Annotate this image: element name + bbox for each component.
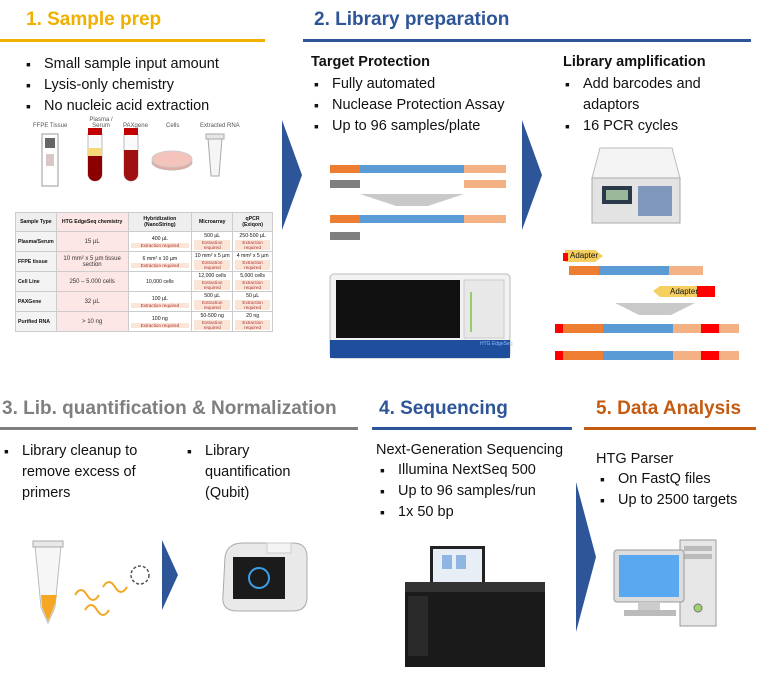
table-row: Cell Line 250 – 5.000 cells 10,000 cells… <box>15 271 273 292</box>
rna-tube-icon <box>205 133 225 177</box>
bullet: 1x 50 bp <box>378 502 536 523</box>
section-1-rule <box>0 39 265 42</box>
flow-arrow-icon <box>522 120 542 230</box>
section-3-left-bullets: Library cleanup to remove excess of prim… <box>2 441 167 504</box>
section-5-rule <box>584 427 756 430</box>
table-cell: Purified RNA <box>15 311 57 332</box>
bullet: On FastQ files <box>598 469 737 490</box>
bullet: Up to 96 samples/plate <box>312 116 504 137</box>
table-header: Hybridization (NanoString) <box>127 212 193 232</box>
section-1-bullets: Small sample input amount Lysis-only che… <box>24 54 219 117</box>
target-protection-heading: Target Protection <box>311 54 430 70</box>
nuclease-protection-diagram <box>330 165 506 240</box>
library-amplification-heading: Library amplification <box>563 54 706 70</box>
bullet: No nucleic acid extraction <box>24 96 219 117</box>
section-4-title: 4. Sequencing <box>379 398 508 419</box>
plasma-tube-icon <box>87 128 103 182</box>
adapter-label: Adapter <box>570 251 599 260</box>
section-5-title: 5. Data Analysis <box>596 398 742 419</box>
petri-dish-icon <box>151 150 193 171</box>
table-header: qPCR (Exiqon) <box>232 212 273 232</box>
bullet: Add barcodes and adaptors <box>563 74 723 116</box>
section-5-bullets: On FastQ files Up to 2500 targets <box>598 469 737 511</box>
target-protection-bullets: Fully automated Nuclease Protection Assa… <box>312 74 504 137</box>
sample-label: PAXgene <box>123 123 148 129</box>
table-cell: 250 – 5.000 cells <box>55 271 129 292</box>
table-row: FFPE tissue 10 mm² x 5 µm tissue section… <box>15 251 273 272</box>
bullet: Up to 96 samples/run <box>378 481 536 502</box>
section-2-rule <box>303 39 751 42</box>
sample-types-illustration <box>41 128 225 187</box>
section-4-bullets: Illumina NextSeq 500 Up to 96 samples/ru… <box>378 460 536 523</box>
bullet: Library cleanup to remove excess of prim… <box>2 441 167 504</box>
section-2-title: 2. Library preparation <box>314 9 510 30</box>
bullet: Fully automated <box>312 74 504 95</box>
section-4-heading: Next-Generation Sequencing <box>376 442 564 458</box>
bullet: Illumina NextSeq 500 <box>378 460 536 481</box>
table-header-row: Sample Type HTG EdgeSeq chemistry Hybrid… <box>15 212 273 232</box>
library-amplification-bullets: Add barcodes and adaptors 16 PCR cycles <box>563 74 723 137</box>
section-3-right-bullets: Library quantification (Qubit) <box>185 441 315 504</box>
section-1-title: 1. Sample prep <box>26 9 162 30</box>
instrument-label: HTG EdgeSeq <box>480 341 513 347</box>
sample-label: Cells <box>166 123 180 129</box>
sample-input-table: Sample Type HTG EdgeSeq chemistry Hybrid… <box>15 212 273 332</box>
thermocycler-image <box>591 147 681 224</box>
table-cell: 10,000 cells <box>127 271 193 292</box>
table-cell: > 10 ng <box>55 311 129 332</box>
paxgene-tube-icon <box>123 128 139 182</box>
table-header: Sample Type <box>15 212 57 232</box>
sample-label: Extracted RNA <box>200 123 240 129</box>
bullet: Nuclease Protection Assay <box>312 95 504 116</box>
bullet: Library quantification (Qubit) <box>185 441 315 504</box>
flow-arrow-icon <box>282 120 302 230</box>
pcr-adapter-diagram <box>555 250 739 360</box>
htg-edgeseq-instrument-image <box>329 273 511 359</box>
table-header: HTG EdgeSeq chemistry <box>55 212 129 232</box>
table-cell: PAXGene <box>15 291 57 312</box>
table-header: Microarray <box>191 212 234 232</box>
qubit-device-image <box>222 542 308 612</box>
table-cell: Cell Line <box>15 271 57 292</box>
section-4-rule <box>372 427 572 430</box>
flow-arrow-icon <box>162 540 178 610</box>
table-cell: 10 mm² x 5 µm tissue section <box>55 251 129 272</box>
table-cell: Plasma/Serum <box>15 231 57 252</box>
table-cell: 15 µL <box>55 231 129 252</box>
cleanup-tube-illustration <box>32 540 150 625</box>
ffpe-slide-icon <box>41 133 59 187</box>
section-3-rule <box>0 427 358 430</box>
bullet: Small sample input amount <box>24 54 219 75</box>
flow-arrow-icon <box>576 482 596 632</box>
table-cell: FFPE tissue <box>15 251 57 272</box>
section-5-heading: HTG Parser <box>596 451 674 467</box>
adapter-label: Adapter <box>670 287 699 296</box>
computer-workstation-icon <box>613 539 717 627</box>
bullet: Lysis-only chemistry <box>24 75 219 96</box>
sample-label: Plasma / Serum <box>89 117 113 129</box>
section-3-title: 3. Lib. quantification & Normalization <box>2 398 337 419</box>
nextseq-sequencer-image <box>405 546 545 667</box>
bullet: 16 PCR cycles <box>563 116 723 137</box>
table-cell: 32 µL <box>55 291 129 312</box>
bullet: Up to 2500 targets <box>598 490 737 511</box>
sample-label: FFPE Tissue <box>33 123 68 129</box>
